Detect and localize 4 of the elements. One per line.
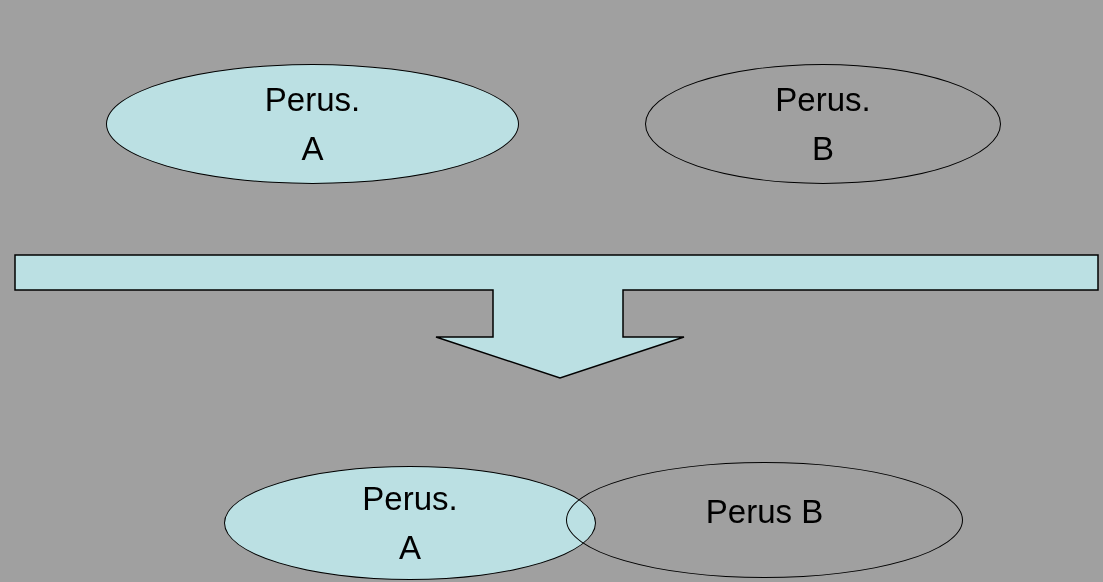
ellipse-label: Perus. B: [774, 79, 872, 169]
ellipse-label: Perus. A: [263, 79, 362, 169]
ellipse-label: Perus B: [704, 492, 825, 533]
ellipse-label: Perus. A: [361, 478, 459, 568]
